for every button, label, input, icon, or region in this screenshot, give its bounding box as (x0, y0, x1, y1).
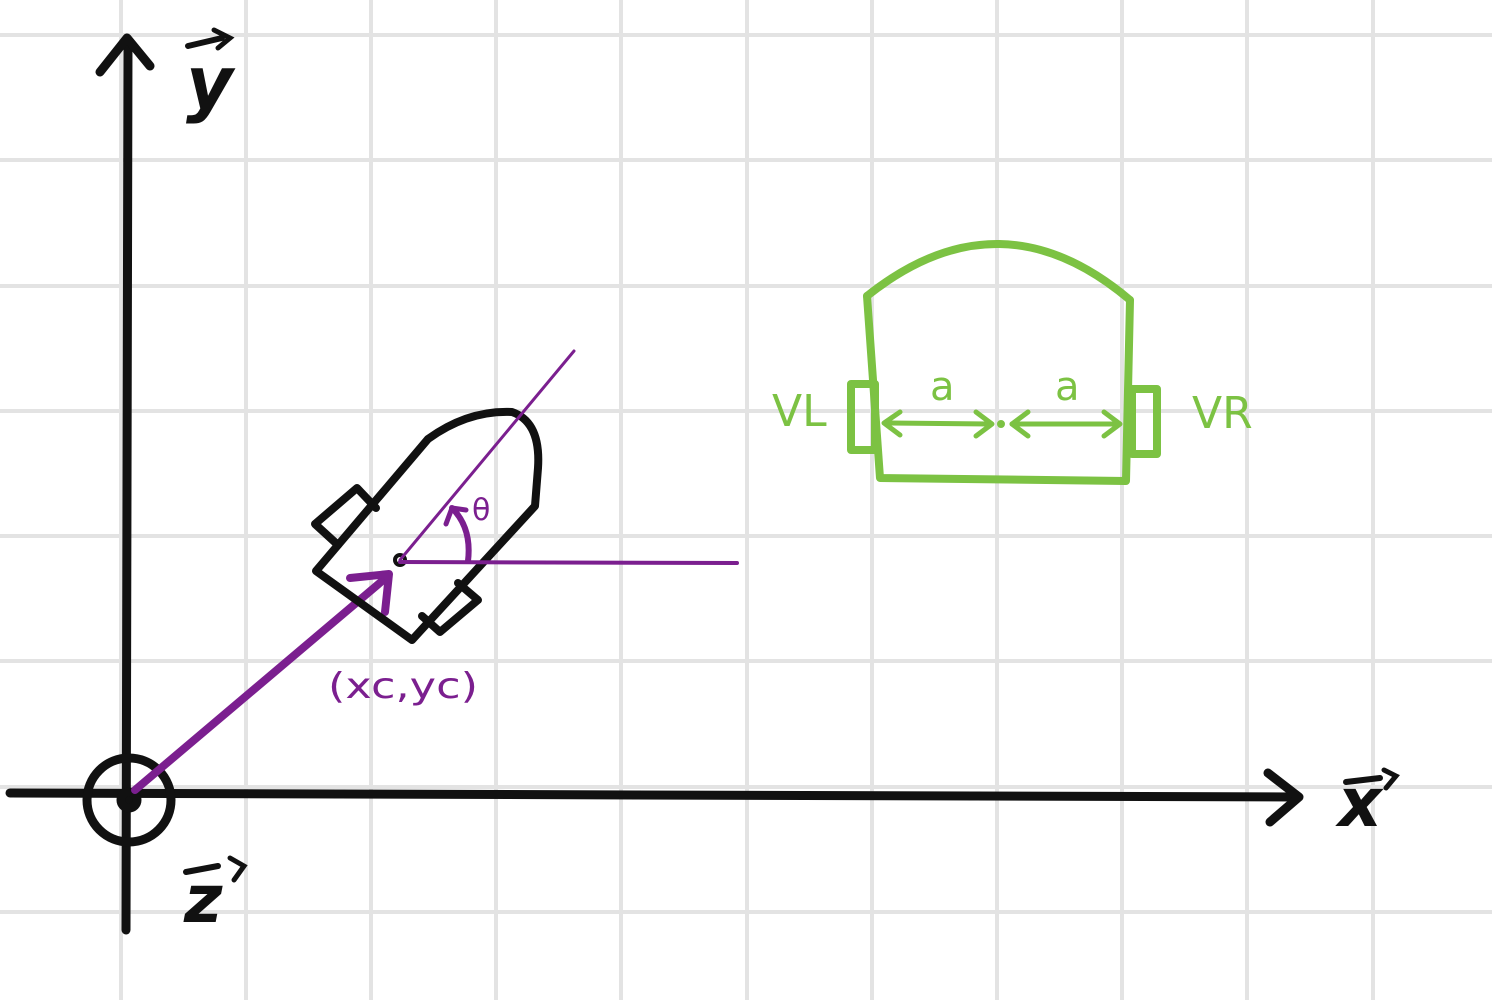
left-half-width-line (883, 420, 993, 427)
x-axis-label: x (1335, 764, 1384, 843)
robot-top-view (311, 407, 543, 644)
horizontal-reference-line (398, 560, 739, 565)
theta-angle-arc (449, 505, 472, 564)
left-half-width-arrow-right (973, 409, 995, 439)
left-wheel-velocity-label: VL (772, 386, 827, 437)
x-axis (5, 788, 1303, 802)
y-axis (121, 35, 133, 935)
origin-dot (116, 787, 142, 813)
robot-position-vector (131, 570, 393, 794)
robot-wheel-geometry-detail (847, 240, 1161, 485)
theta-arc-arrowhead (443, 505, 469, 527)
right-half-width-arrow-left (1009, 409, 1031, 439)
detail-left-wheel (847, 380, 879, 454)
x-vector-arrow-tip (1381, 767, 1400, 791)
y-vector-bar (185, 35, 225, 49)
right-wheel-velocity-label: VR (1192, 388, 1253, 439)
left-half-width-arrow-left (881, 409, 903, 438)
robot-heading (398, 349, 739, 565)
robot-position-label: (xc,yc) (328, 666, 478, 707)
theta-angle-label: θ (472, 493, 490, 528)
z-vector-arrow-tip (227, 855, 248, 883)
position-arrowhead (346, 570, 393, 616)
z-axis-out-of-page-symbol (82, 753, 176, 847)
detail-right-wheel (1128, 385, 1161, 458)
heading-line (398, 349, 576, 562)
half-width-right-label: a (1055, 364, 1080, 410)
y-axis-arrowhead (95, 33, 155, 77)
x-vector-bar (1343, 775, 1383, 785)
robot-right-wheel (418, 579, 482, 636)
y-vector-arrow-tip (211, 27, 235, 51)
half-width-left-label: a (930, 364, 955, 410)
z-axis-label: z (183, 861, 223, 938)
y-axis-label: y (186, 41, 236, 125)
right-half-width-arrow-right (1101, 409, 1123, 439)
axis-labels: y x z (183, 27, 1400, 938)
x-axis-arrowhead (1263, 768, 1304, 827)
detail-center-point (997, 420, 1005, 428)
position-arrow-shaft (131, 572, 392, 794)
robot-left-wheel (311, 484, 380, 549)
coordinate-axes (5, 33, 1304, 935)
robot-body-outline (312, 407, 543, 644)
detail-robot-front-arc (863, 240, 1134, 304)
robot-center-point (393, 553, 407, 567)
z-vector-bar (183, 863, 221, 875)
